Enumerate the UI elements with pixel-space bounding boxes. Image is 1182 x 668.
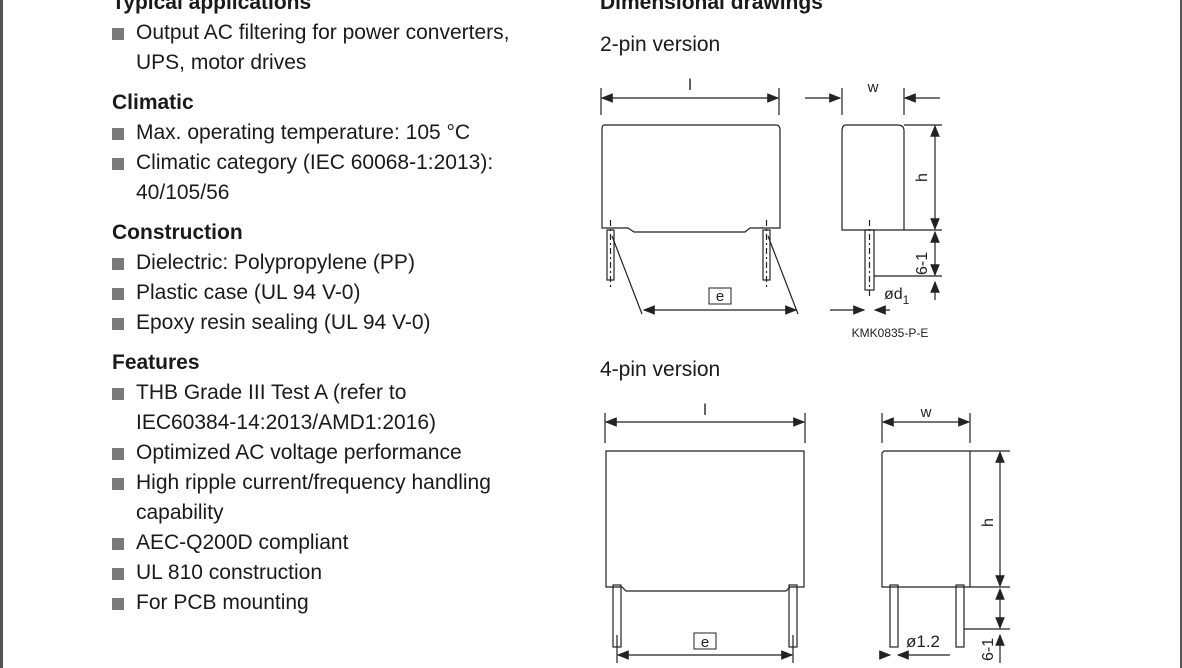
list-item: For PCB mounting (112, 588, 562, 618)
dim-e: e (716, 288, 724, 305)
section-construction: Construction Dielectric: Polypropylene (… (112, 218, 562, 338)
dim-w-4pin: w (920, 404, 932, 421)
bullet-icon (112, 448, 124, 460)
section-heading: Climatic (112, 91, 194, 114)
bullet-icon (112, 318, 124, 330)
bullet-icon (112, 128, 124, 140)
list-item: Max. operating temperature: 105 °C (112, 118, 562, 148)
list-item: Epoxy resin sealing (UL 94 V-0) (112, 308, 562, 338)
right-column: Dimensional drawings 2-pin version (600, 0, 1160, 60)
bullet-icon (112, 568, 124, 580)
page-border-right (1180, 0, 1182, 668)
bullet-icon (112, 598, 124, 610)
list-item: UL 810 construction (112, 558, 562, 588)
two-pin-title: 2-pin version (600, 33, 721, 56)
bullet-icon (112, 478, 124, 490)
list-item: Plastic case (UL 94 V-0) (112, 278, 562, 308)
four-pin-title-wrap: 4-pin version (600, 355, 720, 385)
dim-w: w (867, 79, 879, 96)
page-border-left (0, 0, 3, 668)
dim-pin-length-4pin: 6-1 (980, 638, 997, 661)
section-heading: Typical applications (112, 0, 312, 14)
list-item: THB Grade III Test A (refer to IEC60384-… (112, 378, 562, 438)
section-heading: Features (112, 351, 200, 374)
list-item: Climatic category (IEC 60068-1:2013): 40… (112, 148, 562, 208)
dim-e-4pin: e (701, 634, 709, 651)
list-item: Output AC filtering for power converters… (112, 18, 562, 78)
bullet-icon (112, 288, 124, 300)
bullet-icon (112, 538, 124, 550)
list-item: Optimized AC voltage performance (112, 438, 562, 468)
dim-l-4pin: l (703, 402, 707, 419)
bullet-icon (112, 158, 124, 170)
two-pin-drawing: l e w h 6-1 ød1 KMK0835-P-E (600, 77, 942, 340)
bullet-icon (112, 258, 124, 270)
dim-l: l (688, 77, 692, 94)
bullet-icon (112, 388, 124, 400)
drawing-code: KMK0835-P-E (852, 326, 929, 340)
four-pin-drawing: l e w h 6-1 ø1.2 (604, 402, 1010, 663)
drawings-heading: Dimensional drawings (600, 0, 823, 14)
bullet-icon (112, 28, 124, 40)
dim-h: h (914, 173, 931, 182)
dim-d-4pin: ø1.2 (906, 632, 940, 651)
section-heading: Construction (112, 221, 243, 244)
four-pin-title: 4-pin version (600, 358, 721, 381)
section-typical-applications: Typical applications Output AC filtering… (112, 0, 562, 78)
dim-d: ød1 (884, 286, 910, 307)
list-item: Dielectric: Polypropylene (PP) (112, 248, 562, 278)
list-item: High ripple current/frequency handling c… (112, 468, 562, 528)
section-features: Features THB Grade III Test A (refer to … (112, 348, 562, 618)
dim-h-4pin: h (980, 518, 997, 527)
left-column: Typical applications Output AC filtering… (112, 0, 562, 628)
list-item: AEC-Q200D compliant (112, 528, 562, 558)
section-climatic: Climatic Max. operating temperature: 105… (112, 88, 562, 208)
dim-pin-length: 6-1 (914, 252, 931, 275)
